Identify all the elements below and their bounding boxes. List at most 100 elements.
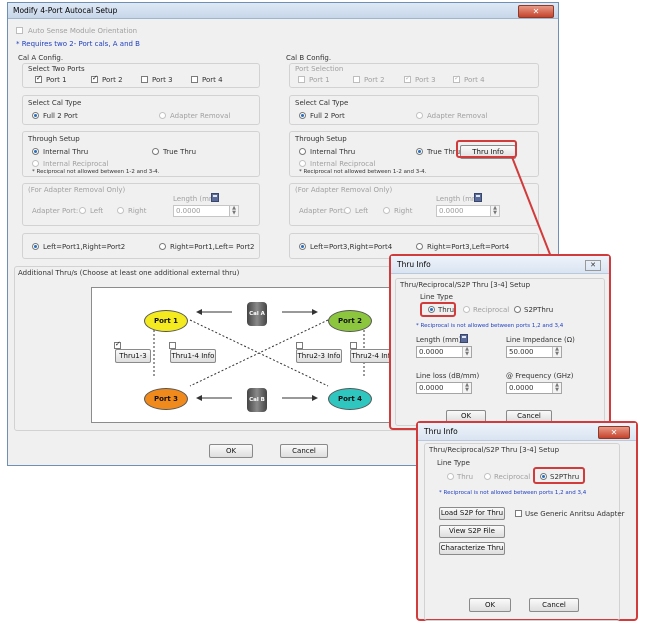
main-title: Modify 4-Port Autocal Setup xyxy=(13,6,118,15)
popup1-loss-value: 0.0000 xyxy=(419,384,444,392)
cal-b-length-input[interactable]: 0.0000 ▲▼ xyxy=(436,205,500,217)
popup1-thru-highlight xyxy=(420,302,456,317)
thru-1-3-checkbox[interactable] xyxy=(114,340,121,349)
cal-b-length-label: Length (mm) xyxy=(436,195,482,203)
cal-b-reciprocal-note: * Reciprocal not allowed between 1-2 and… xyxy=(299,169,427,175)
cal-b-calculator-icon[interactable] xyxy=(474,193,482,202)
thru-1-4-info-button[interactable]: Thru1-4 Info xyxy=(170,349,216,363)
cal-b-orient1-radio[interactable] xyxy=(299,243,306,250)
cal-a-length-spinner[interactable]: ▲▼ xyxy=(229,206,238,216)
popup2-generic-adapter-checkbox[interactable] xyxy=(515,510,522,517)
popup2-view-s2p-button[interactable]: View S2P File xyxy=(439,525,505,538)
cal-a-right-radio[interactable] xyxy=(117,207,124,214)
cal-b-port2-checkbox xyxy=(353,76,360,83)
cal-b-port1-checkbox xyxy=(298,76,305,83)
cal-b-internal-reciprocal-radio[interactable] xyxy=(299,160,306,167)
popup2-ok-button[interactable]: OK xyxy=(469,598,511,612)
popup2-note: * Reciprocal is not allowed between port… xyxy=(439,490,587,496)
cal-a-port1-checkbox[interactable] xyxy=(35,74,42,83)
popup1-close-icon[interactable]: ✕ xyxy=(585,260,601,271)
cal-a-orient1-radio[interactable] xyxy=(32,243,39,250)
cal-a-type-group: Select Cal Type Full 2 Port Adapter Remo… xyxy=(22,95,260,125)
popup1-impedance-spinner[interactable]: ▲▼ xyxy=(552,347,561,357)
popup2-view-s2p-label: View S2P File xyxy=(449,527,495,535)
cal-b-adapter-port-label: Adapter Port: xyxy=(299,207,346,215)
popup1-reciprocal-radio[interactable] xyxy=(463,306,470,313)
popup1-s2p-radio[interactable] xyxy=(514,306,521,313)
popup1-loss-spinner[interactable]: ▲▼ xyxy=(462,383,471,393)
popup2-cancel-button[interactable]: Cancel xyxy=(529,598,579,612)
thru-2-3-checkbox[interactable] xyxy=(296,342,303,349)
popup1-freq-label: @ Frequency (GHz) xyxy=(506,372,574,380)
cal-a-length-input[interactable]: 0.0000 ▲▼ xyxy=(173,205,239,217)
cal-a-calculator-icon[interactable] xyxy=(211,193,219,202)
popup2-cancel-label: Cancel xyxy=(542,601,566,609)
cal-b-ports-group: Port Selection Port 1 Port 2 Port 3 Port… xyxy=(289,63,539,88)
popup1-freq-spinner[interactable]: ▲▼ xyxy=(552,383,561,393)
thru-1-4-info-label: Thru1-4 Info xyxy=(171,352,215,360)
main-ok-button[interactable]: OK xyxy=(209,444,253,458)
popup1-impedance-input[interactable]: 50.000 ▲▼ xyxy=(506,346,562,358)
popup2-close-icon[interactable]: ✕ xyxy=(598,426,630,439)
cal-b-label: Cal B Config. xyxy=(286,54,332,62)
popup1-freq-input[interactable]: 0.0000 ▲▼ xyxy=(506,382,562,394)
cal-a-select-cal-type: Select Cal Type xyxy=(28,99,82,107)
cal-b-adapter-removal-label: Adapter Removal xyxy=(427,112,488,120)
popup2-line-type: Line Type xyxy=(437,459,470,467)
popup2-thru-radio[interactable] xyxy=(447,473,454,480)
cal-b-internal-reciprocal-label: Internal Reciprocal xyxy=(310,160,376,168)
popup2-load-s2p-button[interactable]: Load S2P for Thru xyxy=(439,507,505,520)
cal-b-right-radio[interactable] xyxy=(383,207,390,214)
cal-a-internal-thru-radio[interactable] xyxy=(32,148,39,155)
cal-a-full2port-radio[interactable] xyxy=(32,112,39,119)
cal-a-full2port-label: Full 2 Port xyxy=(43,112,78,120)
cal-b-adapter-group: (For Adapter Removal Only) Length (mm) A… xyxy=(289,183,539,226)
close-icon[interactable]: ✕ xyxy=(518,5,554,18)
cal-a-true-thru-radio[interactable] xyxy=(152,148,159,155)
popup1-loss-label: Line loss (dB/mm) xyxy=(416,372,480,380)
main-titlebar: Modify 4-Port Autocal Setup ✕ xyxy=(8,3,558,19)
cal-a-port3-checkbox[interactable] xyxy=(141,76,148,83)
cal-a-length-value: 0.0000 xyxy=(176,207,201,215)
cal-b-through-setup: Through Setup xyxy=(295,135,347,143)
requires-note: * Requires two 2- Port cals, A and B xyxy=(16,40,140,48)
thru-2-4-checkbox[interactable] xyxy=(350,342,357,349)
popup1-calculator-icon[interactable] xyxy=(460,334,468,343)
popup1-thru-radio[interactable] xyxy=(428,306,435,313)
cal-a-port2-checkbox[interactable] xyxy=(91,74,98,83)
cal-a-reciprocal-note: * Reciprocal not allowed between 1-2 and… xyxy=(32,169,160,175)
popup2-characterize-button[interactable]: Characterize Thru xyxy=(439,542,505,555)
cal-a-right-label: Right xyxy=(128,207,147,215)
cal-b-adapter-removal-radio[interactable] xyxy=(416,112,423,119)
cal-b-length-spinner[interactable]: ▲▼ xyxy=(490,206,499,216)
cal-b-orient2-radio[interactable] xyxy=(416,243,423,250)
popup1-s2p-label: S2PThru xyxy=(524,306,554,314)
cal-a-port4-checkbox[interactable] xyxy=(191,76,198,83)
port4-node: Port 4 xyxy=(328,388,372,410)
cal-a-adapter-removal-radio[interactable] xyxy=(159,112,166,119)
cal-a-orient1-label: Left=Port1,Right=Port2 xyxy=(43,243,126,251)
thru-1-4-checkbox[interactable] xyxy=(169,342,176,349)
cal-a-left-radio[interactable] xyxy=(79,207,86,214)
popup2-s2p-radio[interactable] xyxy=(540,473,547,480)
popup2-reciprocal-radio[interactable] xyxy=(484,473,491,480)
cal-a-adapter-port-label: Adapter Port: xyxy=(32,207,79,215)
popup1-loss-input[interactable]: 0.0000 ▲▼ xyxy=(416,382,472,394)
cal-b-left-radio[interactable] xyxy=(344,207,351,214)
thru-1-3-button[interactable]: Thru1-3 xyxy=(115,349,151,363)
cal-b-true-thru-radio[interactable] xyxy=(416,148,423,155)
popup1-length-input[interactable]: 0.0000 ▲▼ xyxy=(416,346,472,358)
cal-a-port2-label: Port 2 xyxy=(102,76,123,84)
cal-b-port4-label: Port 4 xyxy=(464,76,485,84)
auto-sense-label: Auto Sense Module Orientation xyxy=(28,27,138,35)
cal-a-port4-label: Port 4 xyxy=(202,76,223,84)
popup1-length-spinner[interactable]: ▲▼ xyxy=(462,347,471,357)
cal-a-orient2-radio[interactable] xyxy=(159,243,166,250)
cal-b-length-value: 0.0000 xyxy=(439,207,464,215)
thru-2-3-info-button[interactable]: Thru2-3 Info xyxy=(296,349,342,363)
main-cancel-button[interactable]: Cancel xyxy=(280,444,328,458)
cal-a-internal-thru-label: Internal Thru xyxy=(43,148,89,156)
cal-b-full2port-radio[interactable] xyxy=(299,112,306,119)
cal-b-internal-thru-radio[interactable] xyxy=(299,148,306,155)
cal-a-internal-reciprocal-radio[interactable] xyxy=(32,160,39,167)
